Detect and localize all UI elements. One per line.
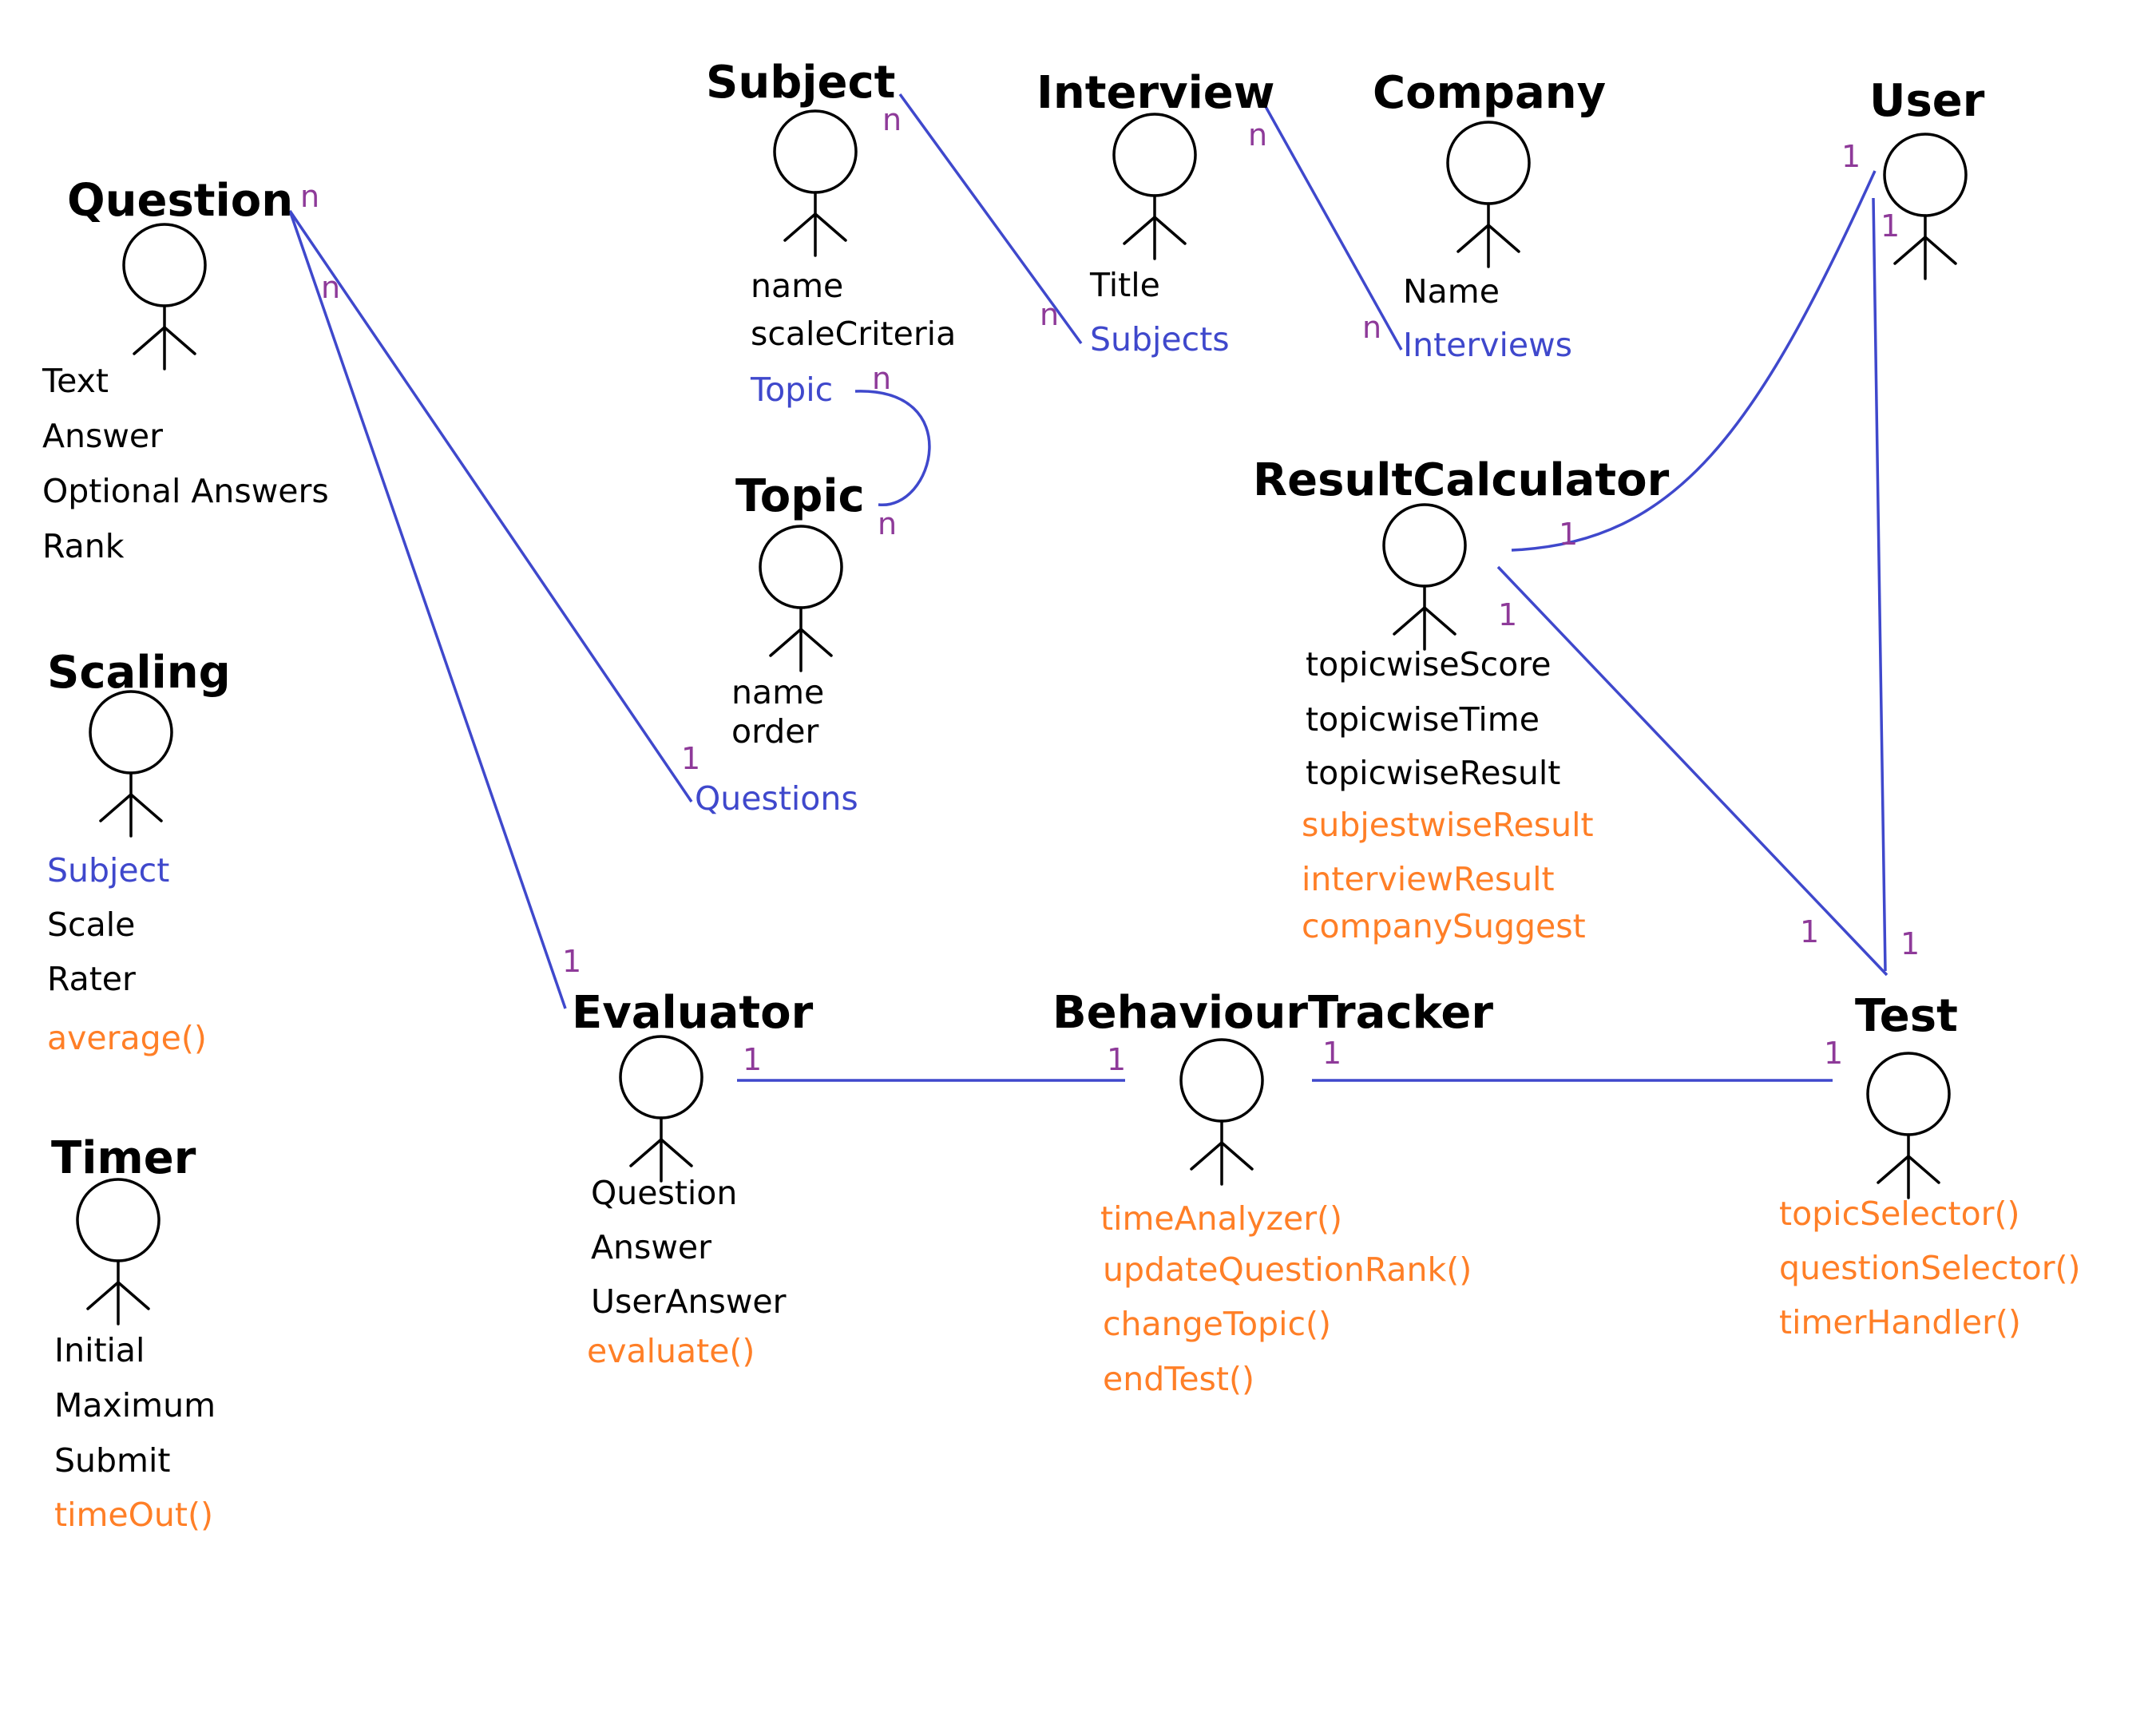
scaling-title: Scaling — [47, 647, 231, 699]
user-title: User — [1869, 75, 1985, 127]
connector-question-topic — [288, 210, 693, 802]
multiplicity-label: 1 — [1559, 517, 1579, 552]
subject-reference: Topic — [751, 371, 834, 409]
timer-attribute: Initial — [54, 1331, 145, 1369]
evaluator-method: evaluate() — [587, 1332, 755, 1370]
company-reference: Interviews — [1403, 326, 1573, 364]
multiplicity-label: 1 — [743, 1042, 763, 1077]
timer-attribute: Maximum — [54, 1386, 216, 1425]
test-method: timerHandler() — [1779, 1303, 2021, 1341]
topic-figure-icon — [759, 525, 843, 672]
question-attribute: Rank — [42, 527, 125, 565]
multiplicity-label: n — [300, 179, 320, 214]
multiplicity-label: 1 — [1498, 597, 1518, 632]
resultcalculator-attribute: topicwiseTime — [1306, 700, 1540, 739]
timer-method: timeOut() — [54, 1496, 213, 1534]
resultcalculator-method: subjestwiseResult — [1302, 806, 1594, 844]
resultcalculator-attribute: topicwiseResult — [1306, 754, 1561, 792]
resultcalculator-attribute: topicwiseScore — [1306, 645, 1552, 684]
timer-title: Timer — [51, 1132, 196, 1184]
evaluator-figure-icon — [619, 1035, 703, 1183]
timer-figure-icon — [76, 1178, 161, 1326]
connector-subject-interview — [898, 93, 1083, 345]
question-attribute: Text — [42, 362, 109, 400]
test-method: topicSelector() — [1779, 1195, 2020, 1233]
behaviourtracker-method: timeAnalyzer() — [1100, 1199, 1343, 1238]
resultcalculator-method: companySuggest — [1302, 907, 1586, 945]
connector-interview-company — [1262, 103, 1403, 351]
subject-title: Subject — [706, 57, 896, 109]
question-title: Question — [67, 175, 294, 227]
user-figure-icon — [1883, 133, 1968, 280]
company-figure-icon — [1446, 121, 1531, 268]
multiplicity-label: 1 — [562, 944, 582, 979]
subject-attribute: name — [751, 267, 844, 305]
multiplicity-label: 1 — [1800, 914, 1820, 949]
test-title: Test — [1855, 990, 1958, 1042]
behaviourtracker-method: endTest() — [1103, 1360, 1254, 1398]
multiplicity-label: 1 — [1881, 208, 1900, 244]
multiplicity-label: n — [878, 506, 898, 541]
subject-attribute: scaleCriteria — [751, 315, 957, 353]
evaluator-title: Evaluator — [572, 987, 814, 1039]
multiplicity-label: 1 — [1841, 139, 1861, 174]
connector-resultcalculator-user — [1511, 170, 1877, 552]
multiplicity-label: 1 — [1107, 1042, 1127, 1077]
topic-attribute: name — [731, 673, 825, 711]
company-attribute: Name — [1403, 272, 1500, 311]
connector-user-test — [1872, 197, 1887, 972]
multiplicity-label: n — [321, 270, 341, 305]
multiplicity-label: 1 — [1824, 1036, 1844, 1071]
topic-reference: Questions — [695, 779, 858, 818]
multiplicity-label: n — [872, 361, 892, 396]
interview-attribute: Title — [1090, 266, 1160, 304]
question-attribute: Answer — [42, 417, 164, 455]
scaling-figure-icon — [89, 690, 173, 838]
multiplicity-label: n — [1040, 297, 1060, 332]
interview-reference: Subjects — [1090, 320, 1230, 359]
behaviourtracker-figure-icon — [1179, 1038, 1264, 1186]
connector-question-evaluator — [288, 210, 567, 1009]
multiplicity-label: 1 — [681, 741, 701, 776]
timer-attribute: Submit — [54, 1441, 171, 1480]
multiplicity-label: 1 — [1322, 1036, 1342, 1071]
connector-resultcalculator-test — [1496, 565, 1888, 977]
scaling-attribute: Rater — [47, 960, 136, 998]
interview-title: Interview — [1036, 67, 1275, 119]
multiplicity-label: n — [1362, 310, 1382, 345]
scaling-attribute: Scale — [47, 906, 136, 944]
behaviourtracker-method: changeTopic() — [1103, 1305, 1331, 1343]
test-method: questionSelector() — [1779, 1249, 2081, 1287]
question-figure-icon — [122, 223, 207, 371]
evaluator-attribute: Answer — [591, 1228, 712, 1266]
interview-figure-icon — [1112, 113, 1197, 260]
multiplicity-label: n — [882, 102, 902, 137]
evaluator-attribute: Question — [591, 1174, 738, 1212]
behaviourtracker-method: updateQuestionRank() — [1103, 1250, 1472, 1289]
resultcalculator-method: interviewResult — [1302, 860, 1555, 898]
question-attribute: Optional Answers — [42, 472, 329, 510]
company-title: Company — [1373, 67, 1607, 119]
topic-attribute: order — [731, 712, 819, 751]
evaluator-attribute: UserAnswer — [591, 1282, 787, 1321]
multiplicity-label: n — [1248, 117, 1268, 153]
resultcalculator-figure-icon — [1382, 503, 1467, 651]
multiplicity-label: 1 — [1900, 926, 1920, 961]
topic-title: Topic — [735, 470, 865, 522]
test-figure-icon — [1866, 1052, 1951, 1199]
connector-subject-topic — [854, 390, 931, 506]
scaling-method: average() — [47, 1019, 207, 1057]
scaling-reference: Subject — [47, 851, 170, 890]
subject-figure-icon — [773, 109, 858, 257]
behaviourtracker-title: BehaviourTracker — [1052, 987, 1493, 1039]
resultcalculator-title: ResultCalculator — [1253, 454, 1670, 506]
